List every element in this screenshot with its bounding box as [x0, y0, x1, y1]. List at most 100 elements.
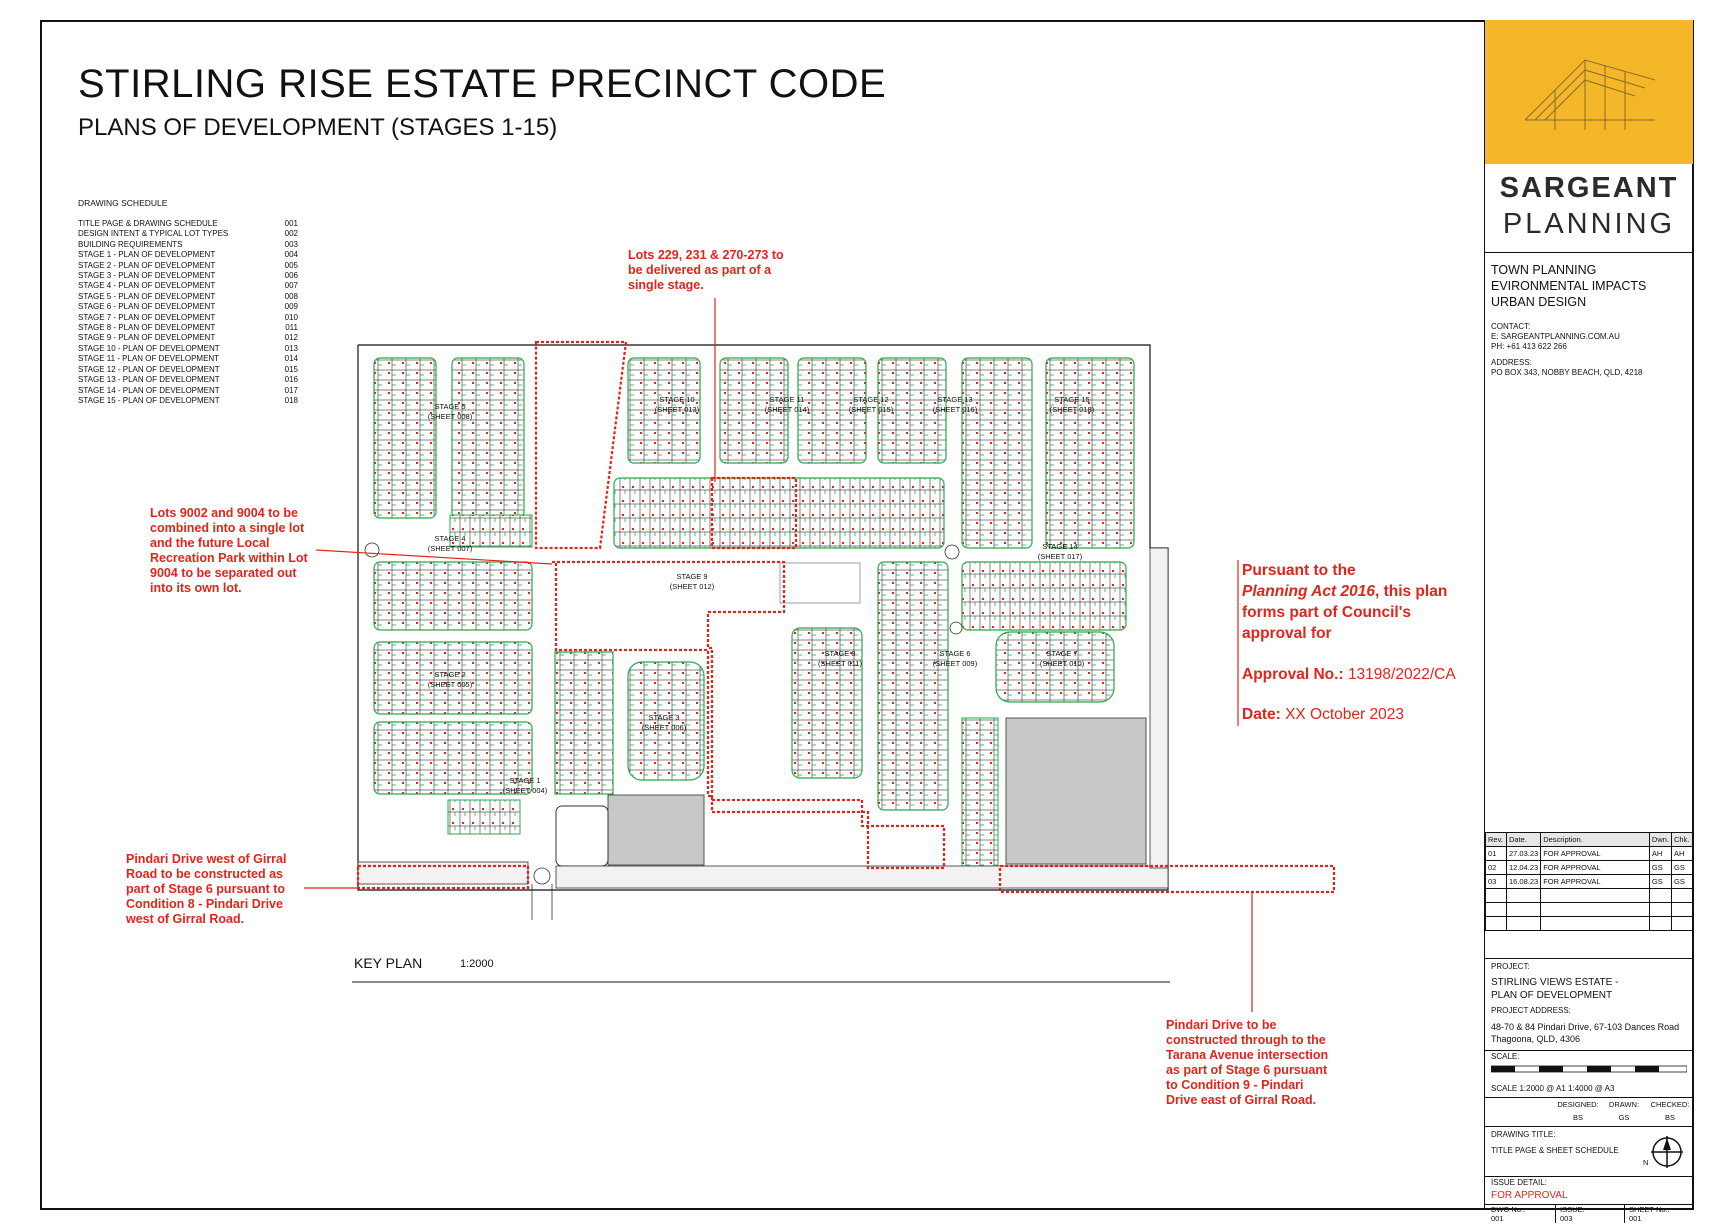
- revision-cell: AH: [1648, 846, 1673, 861]
- revision-cell: GS: [1648, 860, 1673, 875]
- stage-sheet-label: (SHEET 013): [655, 405, 700, 414]
- page-title: STIRLING RISE ESTATE PRECINCT CODE: [78, 62, 887, 106]
- revision-cell: [1648, 888, 1673, 903]
- revision-cell: GS: [1671, 860, 1693, 875]
- drawing-title: TITLE PAGE & SHEET SCHEDULE: [1491, 1146, 1619, 1155]
- key-plan-label: KEY PLAN: [354, 955, 423, 971]
- schedule-row-number: 009: [284, 302, 298, 312]
- revision-cell: [1505, 902, 1542, 917]
- schedule-row-name: STAGE 12 - PLAN OF DEVELOPMENT: [78, 364, 220, 374]
- stage-label: STAGE 6: [939, 649, 970, 658]
- schedule-row-number: 015: [284, 364, 298, 374]
- lot-blocks: [373, 357, 1135, 867]
- scale-text: SCALE 1:2000 @ A1 1:4000 @ A3: [1491, 1084, 1615, 1093]
- approval-date-label: Date:: [1242, 706, 1281, 723]
- revision-header-cell: Description.: [1540, 832, 1650, 847]
- stage-label: STAGE 3: [648, 713, 679, 722]
- open-space-stage9: [779, 562, 861, 604]
- scale-label: SCALE:: [1491, 1052, 1520, 1061]
- revision-header-cell: Dwn.: [1648, 832, 1673, 847]
- stage-sheet-label: (SHEET 015): [849, 405, 894, 414]
- revision-row: [1485, 916, 1693, 931]
- schedule-row-name: STAGE 9 - PLAN OF DEVELOPMENT: [78, 333, 216, 343]
- schedule-row-number: 001: [284, 219, 298, 228]
- revision-row: [1485, 902, 1693, 917]
- dwg-info: DWG No.:001 ISSUE:003 SHEET No.:001: [1485, 1205, 1693, 1223]
- stage-sheet-label: (SHEET 010): [1040, 659, 1085, 668]
- revision-cell: [1485, 916, 1507, 931]
- stage-label: STAGE 4: [434, 534, 465, 543]
- note-lots-9002: Lots 9002 and 9004 to be combined into a…: [150, 506, 308, 595]
- revision-cell: FOR APPROVAL: [1540, 874, 1650, 889]
- schedule-row-number: 008: [284, 291, 298, 301]
- stage-label: STAGE 2: [434, 670, 465, 679]
- title-block: SARGEANT PLANNING TOWN PLANNING EVIRONME…: [1484, 20, 1694, 1223]
- brand-subname: PLANNING: [1502, 208, 1676, 240]
- approval-line1: Pursuant to the: [1242, 562, 1356, 579]
- scale-bar: [1491, 1065, 1687, 1073]
- schedule-row-name: TITLE PAGE & DRAWING SCHEDULE: [78, 219, 218, 228]
- schedule-row: STAGE 9 - PLAN OF DEVELOPMENT 012: [78, 333, 298, 343]
- stage-sheet-label: (SHEET 016): [933, 405, 978, 414]
- schedule-row-number: 017: [284, 385, 298, 395]
- revision-cell: [1671, 888, 1693, 903]
- approval-no-value: 13198/2022/CA: [1347, 666, 1456, 683]
- revision-header-cell: Date.: [1505, 832, 1542, 847]
- schedule-row-name: STAGE 11 - PLAN OF DEVELOPMENT: [78, 354, 220, 364]
- schedule-row-name: STAGE 4 - PLAN OF DEVELOPMENT: [78, 281, 216, 291]
- approval-line3: forms part of Council's: [1242, 604, 1412, 621]
- schedule-row-number: 012: [284, 333, 298, 343]
- schedule-row-name: STAGE 15 - PLAN OF DEVELOPMENT: [78, 395, 220, 405]
- approval-act: Planning Act 2016: [1242, 583, 1375, 600]
- revision-cell: [1505, 916, 1542, 931]
- north-label: N: [1643, 1158, 1649, 1167]
- schedule-row-number: 011: [285, 323, 298, 333]
- schedule-row-number: 007: [284, 281, 298, 291]
- leader-lines: [304, 298, 1253, 1012]
- issue-detail: FOR APPROVAL: [1491, 1190, 1568, 1201]
- schedule-row: STAGE 12 - PLAN OF DEVELOPMENT 015: [78, 365, 298, 375]
- stage-labels: STAGE 5(SHEET 008)STAGE 10(SHEET 013)STA…: [428, 395, 1095, 795]
- design-credits: DESIGNED:BS DRAWN:GS CHECKED:BS: [1557, 1100, 1690, 1122]
- stage-label: STAGE 5: [434, 402, 465, 411]
- red-highlight-outlines: [356, 340, 1336, 894]
- schedule-row-name: STAGE 5 - PLAN OF DEVELOPMENT: [78, 291, 216, 301]
- revision-cell: [1671, 902, 1693, 917]
- stage-sheet-label: (SHEET 008): [428, 412, 473, 421]
- schedule-row-name: STAGE 10 - PLAN OF DEVELOPMENT: [78, 343, 220, 353]
- stage-sheet-label: (SHEET 018): [1050, 405, 1095, 414]
- drawing-title-label: DRAWING TITLE:: [1491, 1130, 1556, 1139]
- schedule-row-name: BUILDING REQUIREMENTS: [78, 239, 183, 249]
- drawing-schedule-heading: DRAWING SCHEDULE: [78, 198, 168, 208]
- revision-cell: [1540, 888, 1650, 903]
- revision-cell: 01: [1485, 846, 1507, 861]
- stage-sheet-label: (SHEET 009): [933, 659, 978, 668]
- revision-cell: 02: [1485, 860, 1507, 875]
- schedule-row-number: 006: [284, 271, 298, 281]
- page-subtitle: PLANS OF DEVELOPMENT (STAGES 1-15): [78, 114, 558, 141]
- project-label: PROJECT:: [1491, 962, 1530, 971]
- schedule-row-number: 010: [284, 312, 298, 322]
- contact-info: CONTACT: E: SARGEANTPLANNING.COM.AU PH: …: [1491, 322, 1643, 377]
- issue-detail-label: ISSUE DETAIL:: [1491, 1178, 1547, 1187]
- key-plan-scale: 1:2000: [460, 958, 494, 970]
- revision-row: [1485, 888, 1693, 903]
- revision-cell: [1540, 916, 1650, 931]
- revision-header-row: Rev.Date.Description.Dwn.Chk.: [1485, 832, 1693, 847]
- schedule-row-number: 018: [284, 395, 298, 405]
- revision-cell: [1671, 916, 1693, 931]
- revision-cell: 16.08.23: [1505, 874, 1542, 889]
- stage-sheet-label: (SHEET 006): [642, 723, 687, 732]
- stage-sheet-label: (SHEET 007): [428, 544, 473, 553]
- schedule-row-number: 002: [284, 229, 298, 239]
- revision-cell: 03: [1485, 874, 1507, 889]
- schedule-row-name: STAGE 13 - PLAN OF DEVELOPMENT: [78, 375, 220, 385]
